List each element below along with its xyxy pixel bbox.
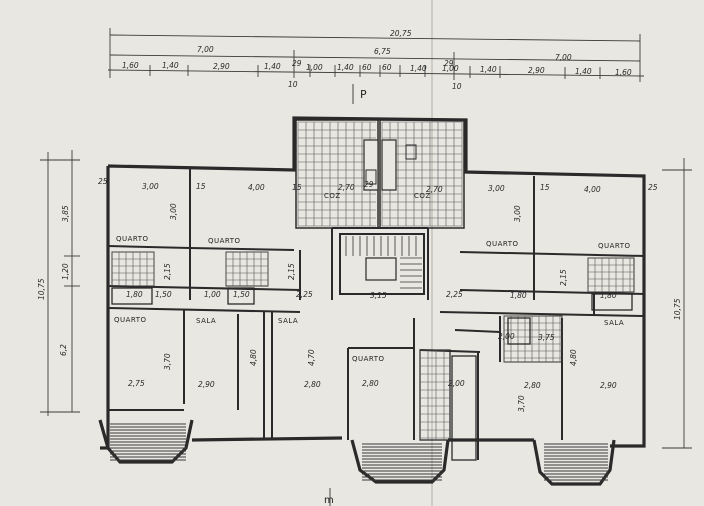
dim-seg-12: 2,90: [528, 66, 545, 75]
dim-left-1: 3,85: [61, 205, 70, 222]
right-dimension-lines: [662, 158, 692, 449]
room-dimension-label: 3,15: [370, 291, 387, 300]
dim-top-mid: 6,75: [374, 47, 391, 56]
dim-seg-3: 2,90: [213, 62, 230, 71]
room-label-quarto-3: QUARTO: [486, 240, 519, 248]
dim-seg-1: 1,60: [122, 61, 139, 70]
room-dimension-label: 2,90: [600, 381, 617, 390]
room-dimension-label: 1,00: [204, 290, 221, 299]
room-dimension-label: 25: [648, 183, 658, 192]
room-dimension-label: 3,00: [513, 205, 522, 222]
room-dimension-label: 1,50: [155, 290, 172, 299]
room-label-quarto-6: QUARTO: [352, 355, 385, 363]
room-dimension-label: 3,75: [538, 333, 555, 342]
room-dimension-label: 15: [540, 183, 550, 192]
stair-symbol: m: [324, 495, 334, 506]
room-label-coz-1: COZ: [324, 192, 341, 200]
balconies: [98, 419, 616, 486]
dim-small-2: 29: [444, 59, 454, 68]
dim-seg-14: 1,60: [615, 68, 632, 77]
room-dimension-label: 2,80: [524, 381, 541, 390]
room-label-sala-1: SALA: [196, 317, 216, 325]
room-label-quarto-4: QUARTO: [598, 242, 631, 250]
dim-seg-2: 1,40: [162, 61, 179, 70]
dim-seg-10: 1,00: [442, 64, 459, 73]
room-dimension-label: 2,25: [296, 290, 313, 299]
dim-seg-6: 1,40: [337, 63, 354, 72]
room-dimension-label: 29: [364, 180, 374, 189]
room-dimension-label: 2,00: [498, 332, 515, 341]
room-dimension-label: 2,25: [446, 290, 463, 299]
room-dimension-label: 2,75: [128, 379, 145, 388]
bathrooms: [111, 251, 635, 363]
room-dimension-label: 2,70: [426, 185, 443, 194]
room-dimension-label: 4,80: [569, 349, 578, 366]
lower-kitchen: [419, 349, 477, 461]
room-dimension-label: 2,15: [287, 263, 296, 280]
room-dimension-label: 15: [292, 183, 302, 192]
room-dimension-label: 3,00: [142, 182, 159, 191]
room-dimension-label: 2,70: [338, 183, 355, 192]
room-dimension-label: 2,90: [198, 380, 215, 389]
room-dimension-label: 4,00: [584, 185, 601, 194]
room-dimension-label: 3,00: [488, 184, 505, 193]
room-dimension-label: 2,15: [559, 269, 568, 286]
room-dimension-label: 3,70: [163, 353, 172, 370]
room-dimension-label: 1,50: [233, 290, 250, 299]
room-dimension-label: 2,80: [304, 380, 321, 389]
north-marker: P: [360, 88, 367, 101]
room-dimension-label: 15: [196, 182, 206, 191]
room-label-quarto-5: QUARTO: [114, 316, 147, 324]
room-label-quarto-1: QUARTO: [116, 235, 149, 243]
room-dimension-label: 2,80: [362, 379, 379, 388]
dim-total: 20,75: [390, 29, 412, 38]
kitchen-tiles: [295, 119, 465, 229]
interior-walls: [107, 168, 645, 460]
room-label-sala-2: SALA: [278, 317, 298, 325]
dim-left-4: 10,75: [37, 278, 46, 300]
dim-top-right: 7,00: [555, 53, 572, 62]
dim-left-2: 1,20: [61, 263, 70, 280]
room-label-sala-3: SALA: [604, 319, 624, 327]
room-dimension-label: 1,80: [600, 291, 617, 300]
exterior-walls: [100, 116, 646, 450]
dim-small-3: 10: [288, 80, 298, 89]
dim-small-4: 10: [452, 82, 462, 91]
room-dimension-label: 3,00: [169, 203, 178, 220]
room-dimension-label: 4,80: [249, 349, 258, 366]
dim-seg-11: 1,40: [480, 65, 497, 74]
dim-top-left: 7,00: [197, 45, 214, 54]
dim-seg-7: 60: [362, 63, 372, 72]
room-label-quarto-2: QUARTO: [208, 237, 241, 245]
room-dimension-label: 1,80: [510, 291, 527, 300]
dim-seg-8: 60: [382, 63, 392, 72]
room-dimension-label: 4,70: [307, 349, 316, 366]
room-dimension-label: 4,00: [248, 183, 265, 192]
dim-seg-4: 1,40: [264, 62, 281, 71]
dim-small-1: 29: [292, 59, 302, 68]
room-dimension-label: 2,00: [448, 379, 465, 388]
dim-seg-9: 1,40: [410, 64, 427, 73]
room-dimension-label: 3,70: [517, 395, 526, 412]
left-dimension-lines: [40, 150, 80, 416]
room-dimension-label: 1,80: [126, 290, 143, 299]
room-dimension-label: 25: [98, 177, 108, 186]
dim-seg-5: 1,00: [306, 63, 323, 72]
room-label-coz-2: COZ: [414, 192, 431, 200]
room-dimensions: 3,00 4,00 2,70 2,70 3,00 4,00 2,75 2,90 2,80 2,80…: [98, 177, 658, 412]
stair-core: [339, 233, 425, 295]
dim-seg-13: 1,40: [575, 67, 592, 76]
top-dimension-lines: [107, 28, 645, 82]
room-dimension-label: 2,15: [163, 263, 172, 280]
dim-left-3: 6,2: [59, 344, 68, 356]
dim-right-1: 10,75: [673, 298, 682, 320]
